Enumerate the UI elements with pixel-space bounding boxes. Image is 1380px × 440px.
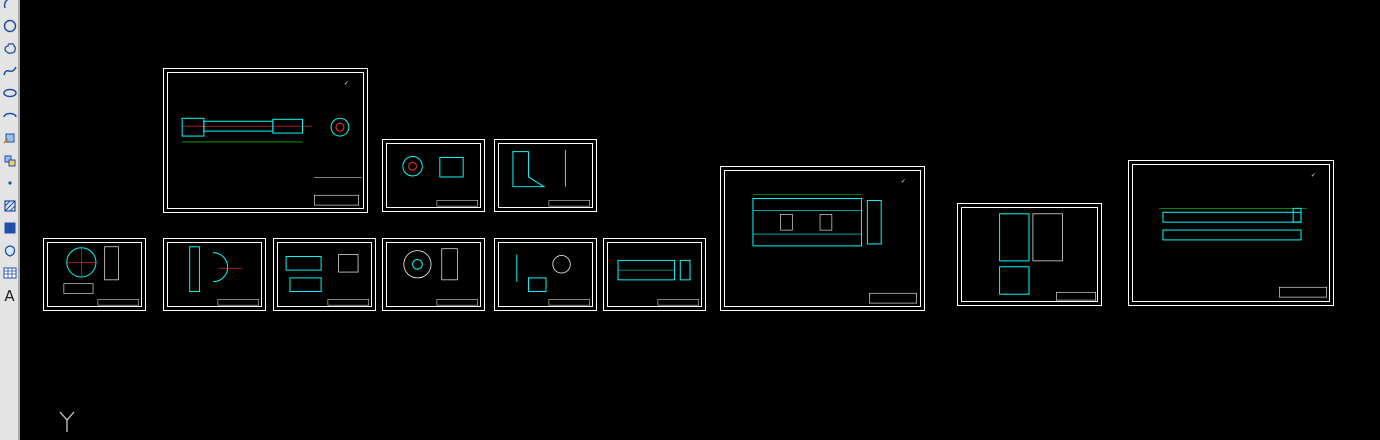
- ellipse-icon[interactable]: [1, 84, 18, 102]
- region-icon[interactable]: [1, 242, 18, 260]
- spline-icon[interactable]: [1, 62, 18, 80]
- insert-block-icon[interactable]: [1, 129, 18, 147]
- drawing-canvas[interactable]: ✓ ✓ ✓: [20, 0, 1380, 440]
- multiline-text-label: A: [4, 286, 15, 305]
- arc-icon[interactable]: [1, 0, 18, 12]
- drawing-sheet-frame-part[interactable]: [603, 238, 706, 311]
- revision-cloud-icon[interactable]: [1, 39, 18, 57]
- hatch-icon[interactable]: [1, 197, 18, 215]
- svg-text:✓: ✓: [1311, 173, 1316, 179]
- drawing-sheet-bracket-part[interactable]: [494, 139, 597, 212]
- svg-text:✓: ✓: [344, 81, 349, 87]
- drawing-sheet-flange-part[interactable]: [382, 139, 485, 212]
- drawing-sheet-pin-part[interactable]: [163, 238, 266, 311]
- drawing-sheet-wheel-part[interactable]: [382, 238, 485, 311]
- drawing-sheet-frame-assembly[interactable]: ✓: [720, 166, 925, 311]
- make-block-icon[interactable]: [1, 152, 18, 170]
- circle-icon[interactable]: [1, 17, 18, 35]
- drawing-sheet-disc-part[interactable]: [43, 238, 146, 311]
- drawing-sheet-shaft-assembly[interactable]: ✓: [163, 68, 368, 213]
- gradient-icon[interactable]: [1, 219, 18, 237]
- point-icon[interactable]: [1, 174, 18, 192]
- multiline-text-icon[interactable]: A: [1, 287, 18, 305]
- draw-toolbar: A: [0, 0, 20, 440]
- drawing-sheet-housing-part[interactable]: [273, 238, 376, 311]
- drawing-sheet-support-part[interactable]: [494, 238, 597, 311]
- svg-text:✓: ✓: [901, 179, 906, 185]
- ellipse-arc-icon[interactable]: [1, 107, 18, 125]
- table-icon[interactable]: [1, 264, 18, 282]
- drawing-sheet-beam-assembly[interactable]: ✓: [1128, 160, 1334, 306]
- drawing-sheet-gearbox-part[interactable]: [957, 203, 1102, 306]
- ucs-icon: [59, 411, 75, 432]
